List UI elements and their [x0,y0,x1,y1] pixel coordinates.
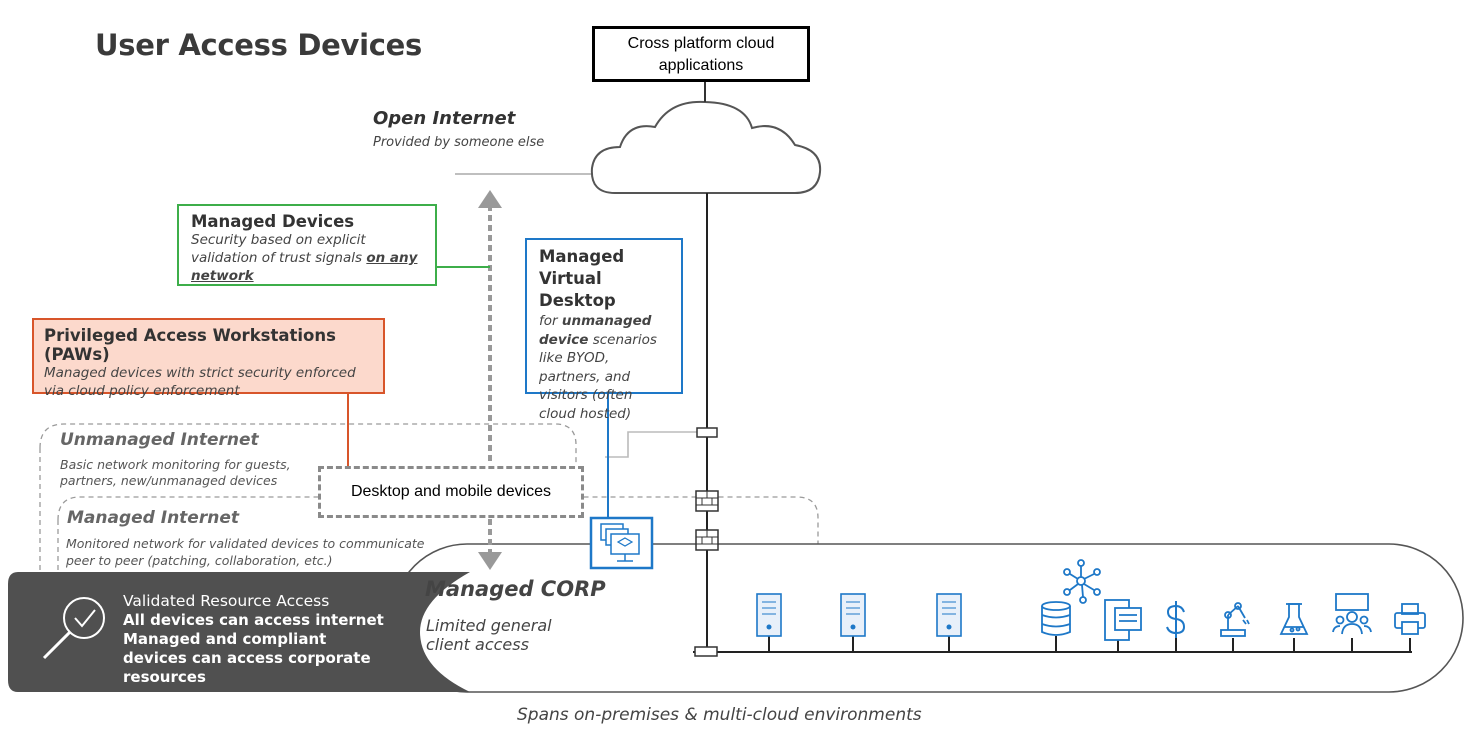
cloud-applications-box: Cross platform cloud applications [592,26,810,82]
managed-devices-title: Managed Devices [191,212,355,231]
paw-desc: Managed devices with strict security enf… [44,365,356,399]
firewall-icon [695,529,719,551]
lab-flask-icon [1279,603,1309,635]
page-title: User Access Devices [95,28,422,62]
managed-devices-desc-text: Security based on explicit validation of… [191,232,367,266]
network-junction-icon [696,427,718,438]
arrow-down-icon [478,552,502,570]
managed-devices-desc-emphasis: on any network [191,250,418,284]
arrow-up-icon [478,190,502,208]
file-share-icon [1104,599,1142,641]
unmanaged-link [605,431,700,458]
mvd-desc-text-1: for [539,313,562,329]
virtual-desktop-icon [589,516,654,570]
database-network-icon [1041,559,1101,636]
managed-virtual-desktop-box: Managed Virtual Desktop for unmanaged de… [525,238,683,422]
managed-internet-zone [57,496,819,545]
managed-corp-title: Managed CORP [425,577,606,601]
managed-virtual-desktop-desc: for unmanaged device scenarios like BYOD… [539,312,669,423]
managed-devices-desc: Security based on explicit validation of… [191,231,423,285]
printer-icon [1394,603,1426,635]
dollar-icon [1166,601,1186,638]
managed-devices-box: Managed Devices Security based on explic… [177,204,437,286]
managed-virtual-desktop-title: Managed Virtual Desktop [539,247,625,310]
unmanaged-internet-title: Unmanaged Internet [60,430,259,450]
managed-internet-desc: Monitored network for validated devices … [66,536,425,568]
paw-title: Privileged Access Workstations (PAWs) [44,326,336,364]
magnifier-check-icon [42,597,105,660]
validated-access-title: Validated Resource Access [123,592,330,610]
managed-corp-desc: Limited general client access [426,616,552,654]
network-junction-icon [694,646,718,657]
firewall-icon [695,490,719,512]
people-presentation-icon [1332,593,1372,635]
footer-caption: Spans on-premises & multi-cloud environm… [517,705,922,725]
validated-access-line2: Managed and compliant devices can access… [123,630,371,686]
managed-internet-title: Managed Internet [67,508,239,528]
server-icon [756,593,782,637]
validated-access-line1: All devices can access internet [123,611,384,629]
server-icon [840,593,866,637]
mvd-desc-emphasis: unmanaged device [539,313,652,348]
open-internet-title: Open Internet [373,108,516,129]
server-icon [936,593,962,637]
open-internet-subtitle: Provided by someone else [373,135,545,150]
validated-access-text: Validated Resource Access All devices ca… [123,592,393,687]
paw-box: Privileged Access Workstations (PAWs) Ma… [32,318,385,399]
unmanaged-internet-desc: Basic network monitoring for guests, par… [60,457,291,488]
cloud-icon [590,100,822,194]
resource-drop-lines [768,636,1411,652]
validated-access-panel [8,572,470,692]
desktop-mobile-devices-box: Desktop and mobile devices [318,466,584,518]
robot-arm-icon [1220,602,1250,637]
unmanaged-internet-zone [39,423,577,466]
mvd-desc-text-2: scenarios like BYOD, partners, and visit… [539,331,657,422]
